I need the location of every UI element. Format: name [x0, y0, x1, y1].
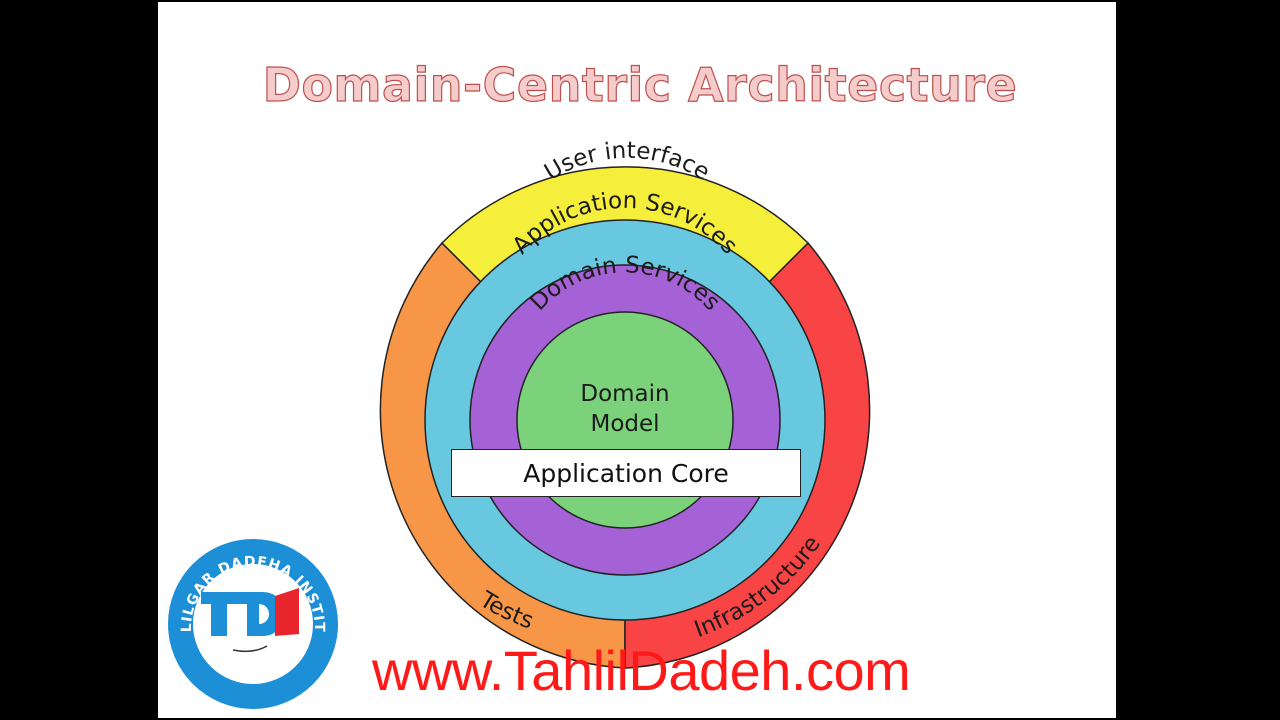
logo-book-icon [275, 588, 299, 636]
logo-script-mark [232, 645, 268, 653]
slide-title: Domain-Centric Architecture [262, 57, 1018, 112]
application-core-box: Application Core [451, 449, 801, 497]
domain-model-label-line2: Model [590, 411, 659, 437]
logo-t-stem [211, 592, 227, 636]
institute-logo: TAHLILGAR DADEHA INSTITUTE [163, 536, 338, 709]
website-watermark: www.TahlilDadeh.com [372, 639, 911, 702]
domain-model-label-line1: Domain [580, 381, 669, 407]
